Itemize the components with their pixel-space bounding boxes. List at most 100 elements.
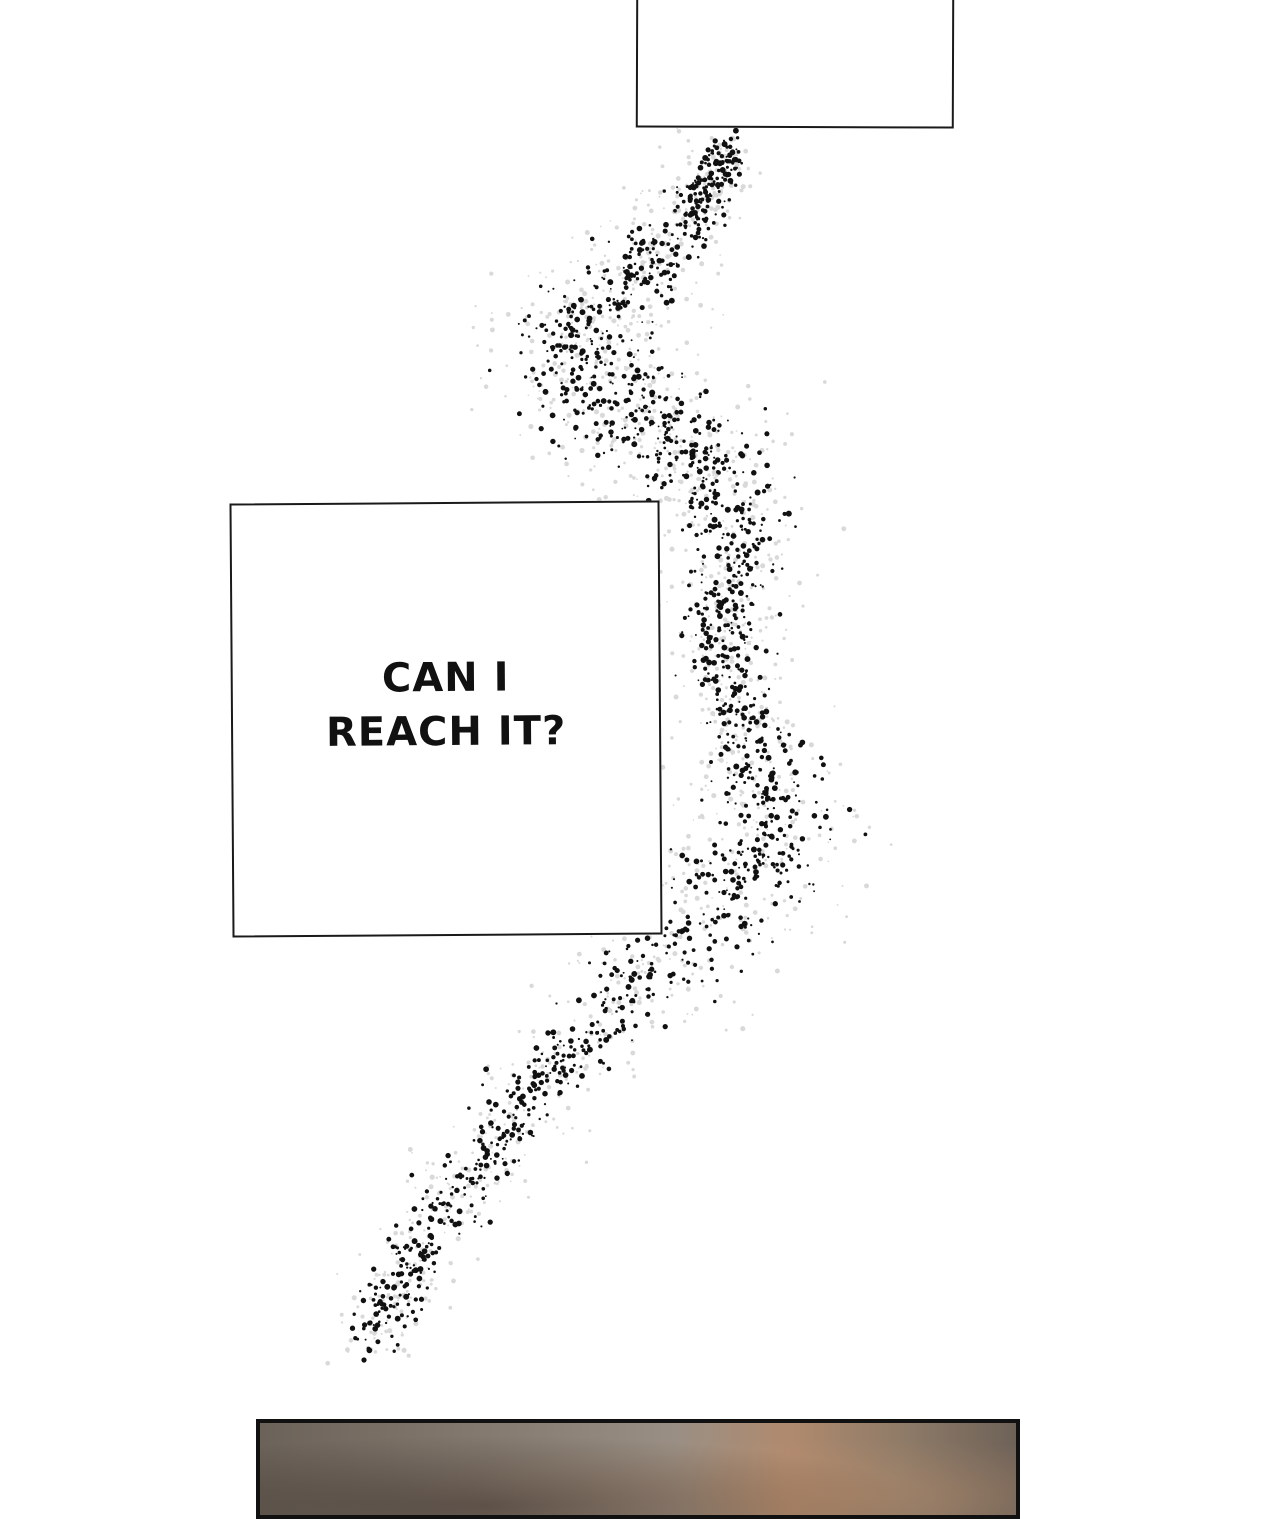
ink-particle [733,616,738,621]
ink-particle [705,204,710,209]
ink-particle [736,822,742,827]
ink-particle [736,171,742,177]
ink-particle [705,604,708,607]
ink-particle [384,1283,391,1290]
ink-particle [692,658,697,664]
ink-particle [775,862,779,867]
ink-particle [757,951,761,955]
ink-particle [707,182,711,186]
ink-particle [642,270,647,275]
ink-particle [671,252,674,255]
ink-particle [695,281,698,285]
ink-particle [726,532,730,537]
ink-particle [570,367,576,373]
ink-particle [387,1328,393,1334]
ink-particle [700,979,704,983]
ink-particle [429,1234,435,1239]
ink-particle [716,448,721,453]
ink-particle [702,157,705,160]
ink-particle [583,298,589,304]
ink-particle [725,155,728,158]
ink-particle [758,171,762,175]
ink-particle [762,790,769,797]
ink-particle [482,1201,486,1205]
ink-particle [700,208,706,213]
ink-particle [650,331,654,335]
ink-particle [469,1176,473,1181]
ink-particle [517,1075,522,1080]
ink-particle [854,813,860,819]
ink-particle [356,1337,360,1341]
ink-particle [621,277,624,280]
ink-particle [784,524,787,527]
ink-particle [756,847,762,853]
ink-particle [724,1028,728,1032]
ink-particle [528,424,534,430]
ink-particle [748,458,752,461]
ink-particle [722,313,725,316]
ink-particle [701,479,705,483]
ink-particle [701,654,705,657]
ink-particle [491,1126,494,1129]
ink-particle [393,1230,398,1236]
ink-particle [668,238,672,241]
ink-particle [673,251,679,257]
ink-particle [606,1066,612,1072]
ink-particle [452,1125,455,1128]
ink-particle [532,385,535,388]
ink-particle [774,814,780,821]
ink-particle [616,324,620,327]
ink-particle [623,365,626,368]
ink-particle [699,483,706,489]
ink-particle [591,488,595,492]
ink-particle [646,994,651,999]
ink-particle [692,442,699,448]
ink-particle [511,1063,515,1066]
ink-particle [489,1157,492,1160]
ink-particle [547,290,550,293]
ink-particle [740,432,744,435]
ink-particle [657,372,660,375]
ink-particle [744,656,751,663]
ink-particle [788,594,791,598]
ink-particle [666,449,669,453]
ink-particle [723,223,727,227]
ink-particle [734,450,736,453]
ink-particle [709,625,715,631]
ink-particle [716,545,722,551]
ink-particle [790,787,795,793]
ink-particle [557,323,563,328]
ink-particle [588,1129,592,1133]
ink-particle [442,1222,446,1225]
ink-particle [717,190,721,193]
ink-particle [621,291,625,295]
ink-particle [418,1296,425,1302]
ink-particle [635,964,641,970]
ink-particle [674,455,679,460]
ink-particle [746,597,751,602]
ink-particle [718,820,722,825]
ink-particle [689,398,693,403]
ink-particle [460,1166,465,1171]
ink-particle [411,1221,414,1225]
ink-particle [701,617,707,623]
ink-particle [732,602,739,608]
ink-particle [743,615,746,619]
ink-particle [729,589,735,595]
ink-particle [767,553,771,557]
ink-particle [551,397,556,402]
ink-particle [721,659,725,664]
ink-particle [725,165,729,169]
ink-particle [704,591,708,594]
ink-particle [421,1242,425,1245]
ink-particle [571,236,574,239]
ink-particle [523,375,528,379]
ink-particle [617,1006,620,1009]
ink-particle [621,427,624,430]
ink-particle [691,1013,694,1016]
ink-particle [756,859,761,864]
ink-particle [693,198,699,204]
ink-particle [679,633,685,639]
ink-particle [636,478,638,480]
ink-particle [399,1263,404,1268]
